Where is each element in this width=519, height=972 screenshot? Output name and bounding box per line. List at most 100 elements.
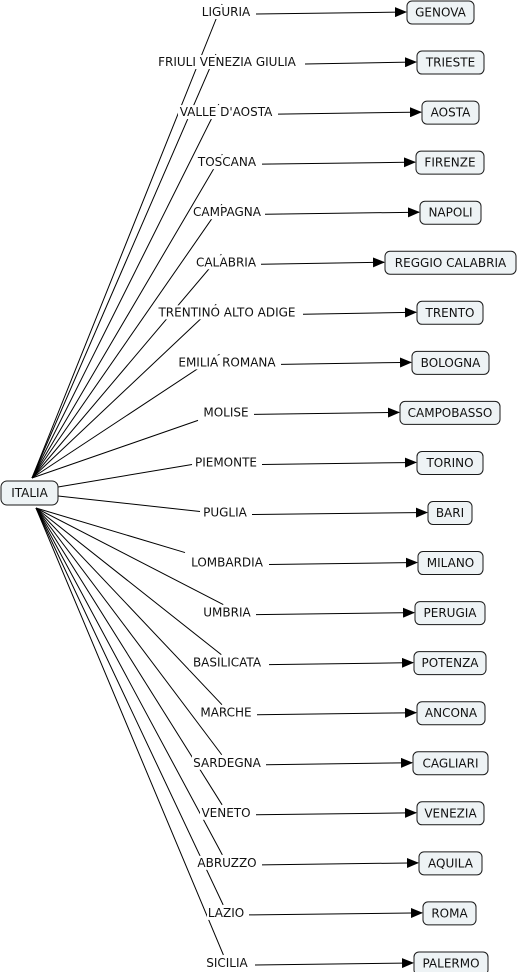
capital-node-genova[interactable]: GENOVA (406, 0, 475, 25)
region-label-abruzzo[interactable]: ABRUZZO (196, 855, 258, 870)
region-label-text: EMILIA ROMANA (178, 355, 276, 369)
capital-node-trieste[interactable]: TRIESTE (416, 50, 485, 75)
connector-lines (31, 3, 224, 956)
capital-node-roma[interactable]: ROMA (422, 901, 477, 926)
capital-node-bologna[interactable]: BOLOGNA (411, 350, 490, 375)
region-label-text: ABRUZZO (197, 856, 256, 870)
region-label-lombardia[interactable]: LOMBARDIA (189, 555, 265, 570)
connector-sicilia (35, 507, 224, 956)
region-label-background (178, 105, 274, 120)
capital-node-aosta[interactable]: AOSTA (421, 100, 480, 125)
arrow-trentino-alto-adige-to-trento (302, 307, 417, 318)
region-labels: LIGURIA FRIULI VENEZIA GIULIA VALLE D'AOST… (153, 5, 301, 970)
connector-trentino-alto-adige (31, 303, 217, 479)
connector-basilicata (35, 507, 222, 656)
region-label-campagna[interactable]: CAMPAGNA (193, 205, 262, 220)
capital-node-reggio-calabria[interactable]: REGGIO CALABRIA (384, 250, 517, 275)
capital-node-box (427, 501, 473, 525)
region-label-background (196, 155, 258, 170)
capital-node-cagliari[interactable]: CAGLIARI (412, 751, 489, 776)
capital-node-milano[interactable]: MILANO (417, 551, 484, 576)
capital-node-perugia[interactable]: PERUGIA (414, 601, 486, 626)
region-label-background (200, 5, 252, 19)
region-label-basilicata[interactable]: BASILICATA (189, 655, 265, 670)
region-label-friuli-venezia-giulia[interactable]: FRIULI VENEZIA GIULIA (153, 55, 301, 70)
root-node-label: ITALIA (11, 486, 48, 500)
arrow-lazio-to-roma (248, 908, 423, 919)
region-label-veneto[interactable]: VENETO (200, 805, 252, 820)
capital-node-campobasso[interactable]: CAMPOBASSO (399, 400, 501, 425)
capital-node-palermo[interactable]: PALERMO (413, 951, 489, 972)
capital-node-box (413, 951, 489, 972)
arrow-molise-to-campobasso (253, 407, 400, 418)
connector-lazio (35, 507, 224, 906)
connector-sardegna (35, 507, 223, 756)
region-label-background (177, 355, 277, 370)
capital-node-box (417, 551, 484, 576)
connector-umbria (35, 507, 224, 606)
region-label-piemonte[interactable]: PIEMONTE (194, 455, 258, 470)
region-label-liguria[interactable]: LIGURIA (200, 5, 252, 19)
arrow-calabria-to-reggio-calabria (260, 257, 385, 268)
capital-node-torino[interactable]: TORINO (416, 450, 484, 475)
capital-node-bari[interactable]: BARI (427, 501, 473, 525)
region-label-marche[interactable]: MARCHE (199, 705, 253, 720)
capital-node-ancona[interactable]: ANCONA (416, 701, 486, 726)
region-label-background (202, 405, 250, 420)
region-label-toscana[interactable]: TOSCANA (196, 155, 258, 170)
region-label-text: CALABRIA (196, 255, 257, 269)
connector-calabria (31, 253, 222, 479)
connector-liguria (31, 3, 223, 479)
capital-node-venezia[interactable]: VENEZIA (416, 801, 485, 826)
arrow-sicilia-to-palermo (254, 958, 414, 969)
region-label-trentino-alto-adige[interactable]: TRENTINO ALTO ADIGE (155, 305, 299, 320)
region-label-molise[interactable]: MOLISE (202, 405, 250, 420)
capital-node-box (421, 100, 480, 125)
capital-node-firenze[interactable]: FIRENZE (415, 150, 485, 175)
arrow-lines (248, 7, 428, 969)
arrow-friuli-venezia-giulia-to-trieste (304, 57, 417, 68)
arrow-lombardia-to-milano (268, 557, 418, 568)
region-label-emilia-romana[interactable]: EMILIA ROMANA (177, 355, 277, 370)
region-label-sardegna[interactable]: SARDEGNA (192, 755, 262, 770)
region-label-calabria[interactable]: CALABRIA (195, 255, 257, 270)
region-label-text: CAMPAGNA (193, 205, 262, 219)
capital-node-label: ROMA (431, 906, 468, 920)
arrow-basilicata-to-potenza (268, 657, 414, 668)
capital-node-label: VENEZIA (424, 806, 477, 820)
region-label-background (194, 455, 258, 470)
capital-node-box (419, 200, 482, 225)
region-label-valle-d-aosta[interactable]: VALLE D'AOSTA (178, 105, 274, 120)
region-label-text: MOLISE (203, 405, 248, 419)
region-label-background (153, 55, 301, 70)
region-label-text: PUGLIA (203, 506, 248, 520)
region-label-umbria[interactable]: UMBRIA (202, 605, 252, 620)
capital-node-box (418, 851, 483, 876)
capital-node-trento[interactable]: TRENTO (416, 300, 484, 325)
capital-node-aquila[interactable]: AQUILA (418, 851, 483, 876)
region-label-puglia[interactable]: PUGLIA (202, 505, 248, 520)
connector-puglia (57, 495, 201, 512)
capital-node-box (416, 50, 485, 75)
region-label-background (200, 805, 252, 820)
region-label-lazio[interactable]: LAZIO (207, 905, 245, 920)
capital-node-box (416, 801, 485, 826)
root-node[interactable]: ITALIA (0, 480, 59, 506)
capital-node-potenza[interactable]: POTENZA (413, 651, 487, 676)
capital-node-label: PALERMO (422, 956, 479, 970)
capital-node-label: REGGIO CALABRIA (395, 256, 507, 270)
arrow-sardegna-to-cagliari (265, 757, 413, 768)
capital-node-label: ANCONA (425, 706, 478, 720)
capital-node-box (415, 150, 485, 175)
region-label-background (195, 255, 257, 270)
region-label-sicilia[interactable]: SICILIA (203, 955, 251, 970)
capital-node-label: POTENZA (422, 656, 480, 670)
region-label-background (203, 955, 251, 970)
capital-node-box (422, 901, 477, 926)
region-label-text: TOSCANA (197, 155, 257, 169)
connector-campagna (31, 203, 223, 479)
capital-node-napoli[interactable]: NAPOLI (419, 200, 482, 225)
arrow-puglia-to-bari (251, 507, 428, 518)
region-label-text: BASILICATA (193, 656, 262, 670)
